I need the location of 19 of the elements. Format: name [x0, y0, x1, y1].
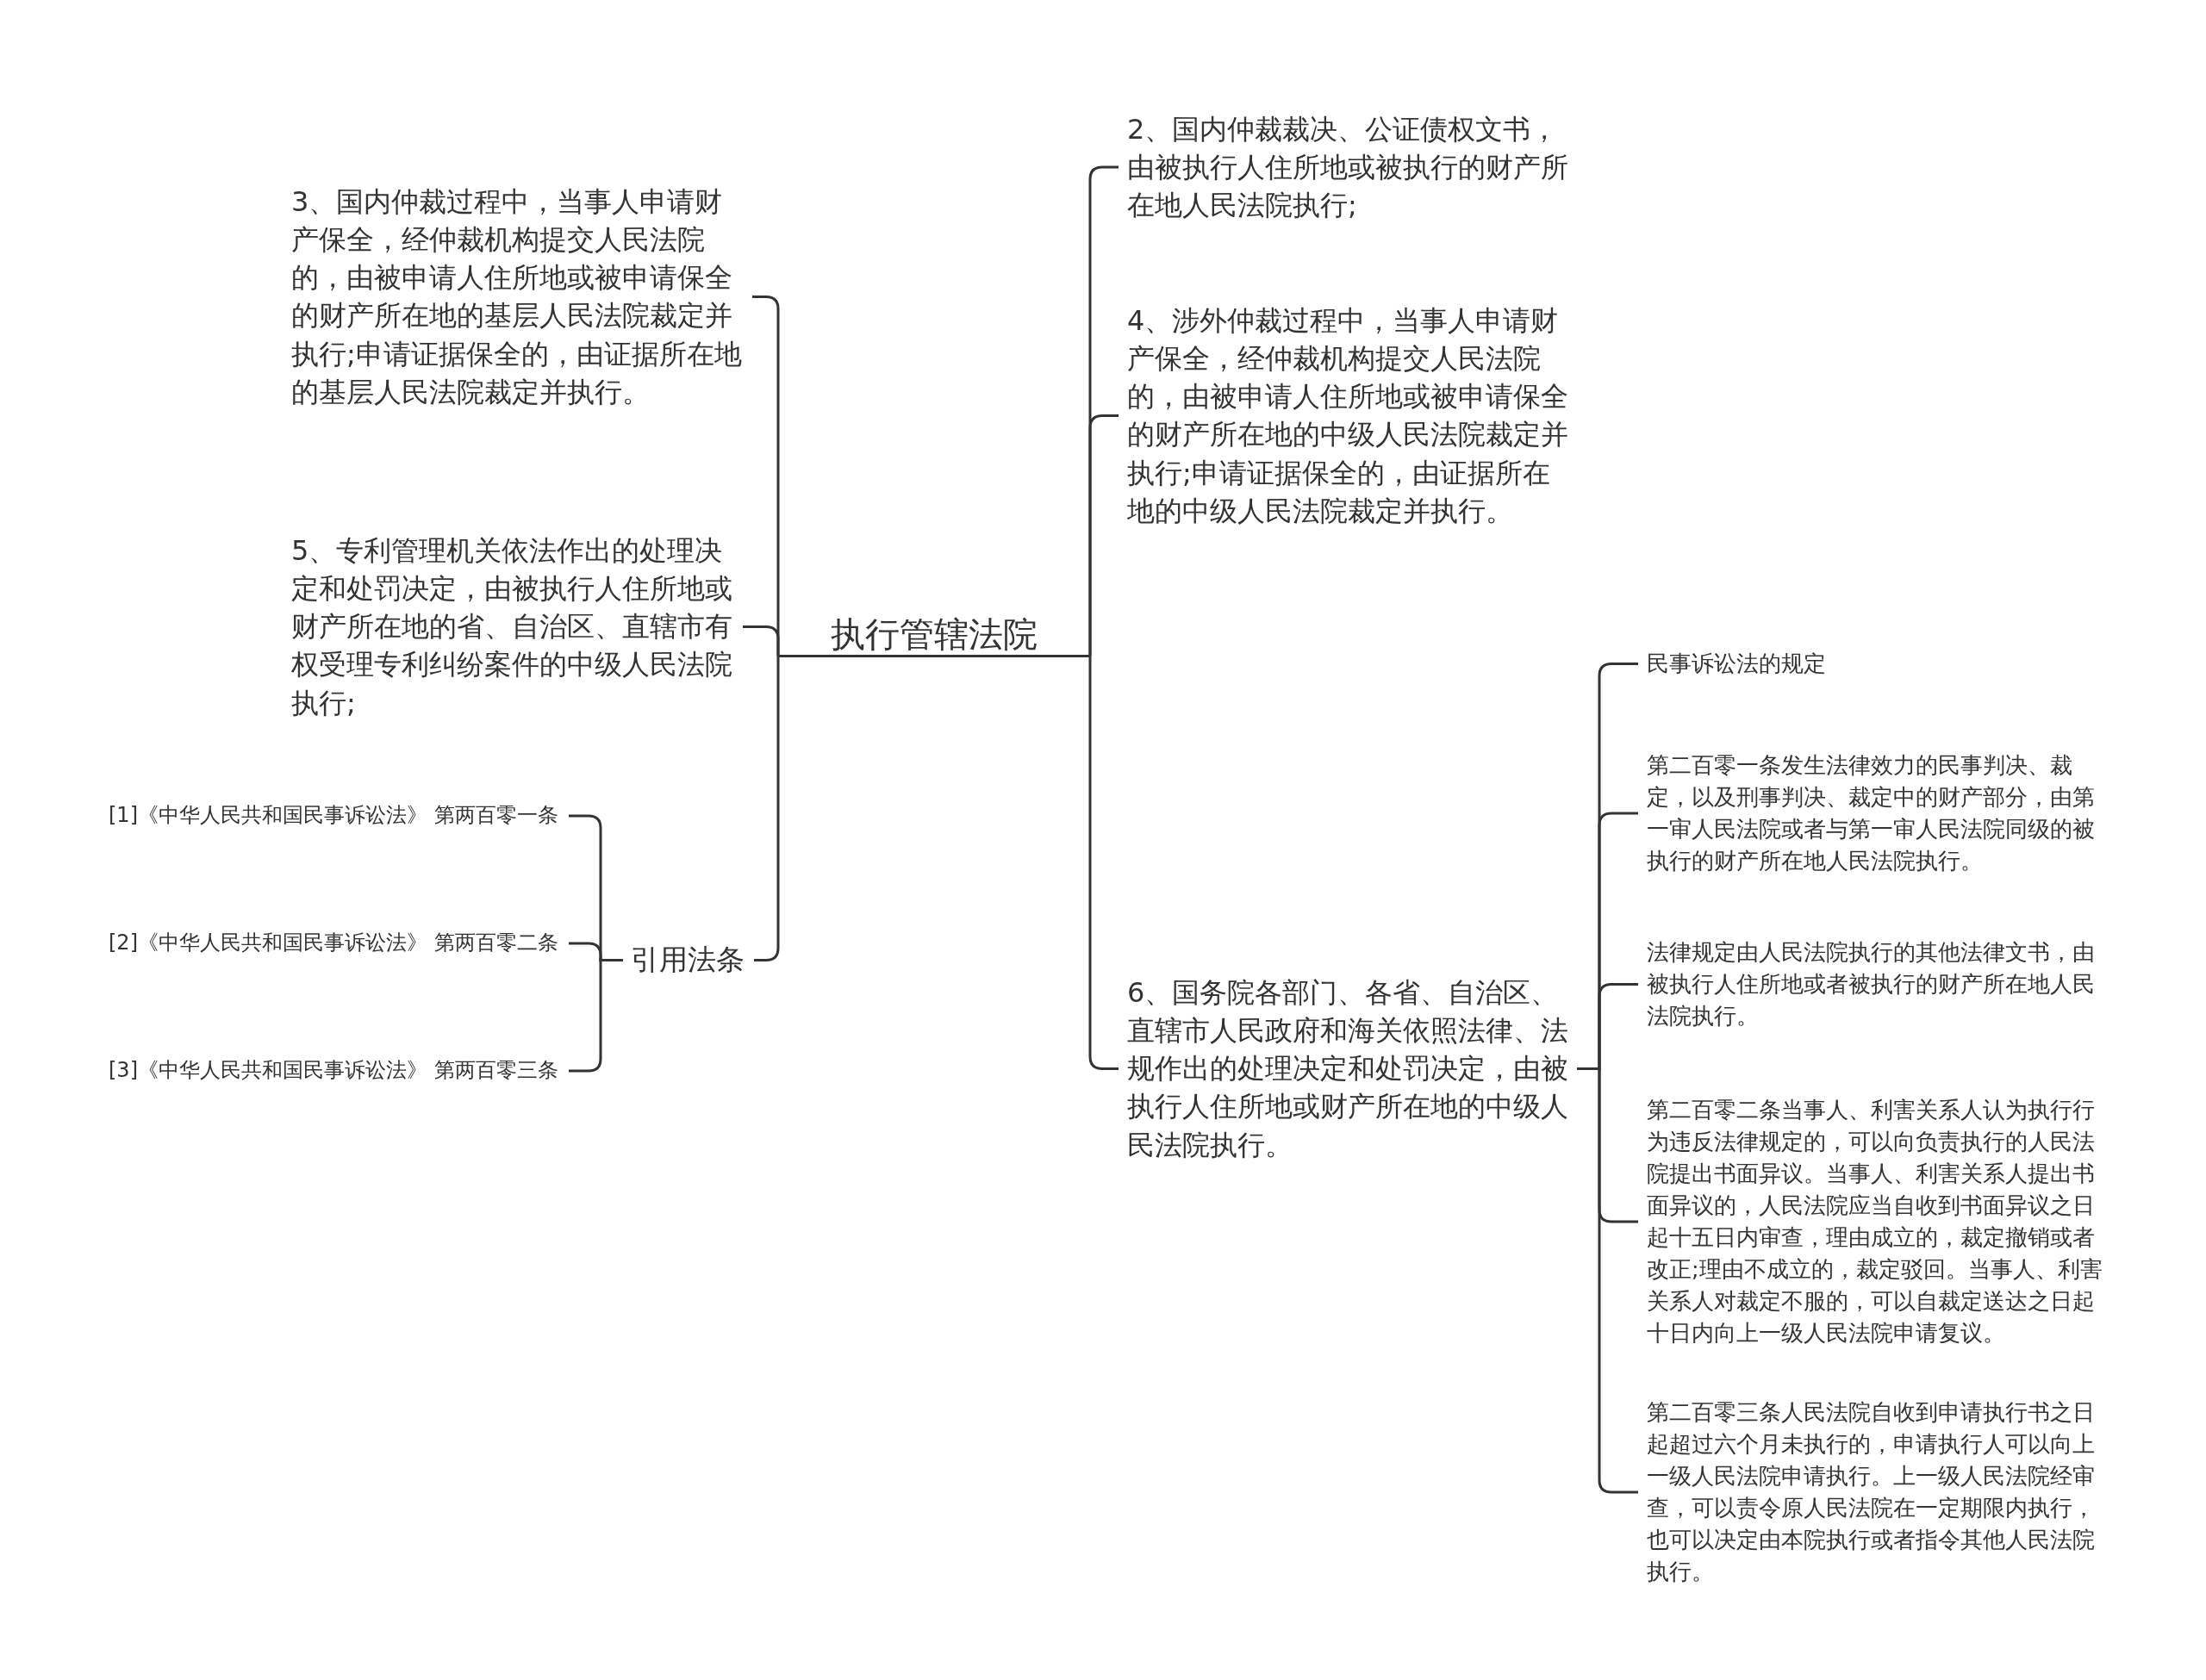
connector-line — [569, 959, 623, 1073]
branch-text: 5、专利管理机关依法作出的处理决定和处罚决定，由被执行人住所地或财产所在地的省、自治区、直辖市有权受理专利纠纷案件的中级人民法院执行; — [291, 532, 734, 722]
branch-text: [1]《中华人民共和国民事诉讼法》 第两百零一条 — [109, 801, 560, 831]
branch-text: 第二百零一条发生法律效力的民事判决、裁定，以及刑事判决、裁定中的财产部分，由第一审人民法院或者与第一审人民法院同级的被执行的财产所在地人民法院执行。 — [1647, 750, 2097, 877]
connector-line — [1577, 1067, 1638, 1494]
branch-text: 第二百零三条人民法院自收到申请执行书之日起超过六个月未执行的，申请执行人可以向上一级人民法院申请执行。上一级人民法院经审查，可以责令原人民法院在一定期限内执行，也可以决定由本院执行或者指令其他人民法院执行。 — [1647, 1397, 2097, 1588]
branch-text: 引用法条 — [629, 942, 745, 979]
central-topic: 执行管辖法院 — [778, 613, 1090, 657]
branch-text: 2、国内仲裁裁决、公证债权文书，由被执行人住所地或被执行的财产所在地人民法院执行; — [1127, 110, 1570, 225]
branch-text: 4、涉外仲裁过程中，当事人申请财产保全，经仲裁机构提交人民法院的，由被申请人住所地或被申请保全的财产所在地的中级人民法院裁定并执行;申请证据保全的，由证据所在地的中级人民法院裁定并执行。 — [1127, 302, 1570, 530]
connector-line — [743, 625, 780, 657]
connector-line — [1088, 414, 1119, 657]
branch-text: [2]《中华人民共和国民事诉讼法》 第两百零二条 — [109, 929, 560, 958]
branch-text: 3、国内仲裁过程中，当事人申请财产保全，经仲裁机构提交人民法院的，由被申请人住所地或被申请保全的财产所在地的基层人民法院裁定并执行;申请证据保全的，由证据所在地的基层人民法院裁定并执行。 — [291, 183, 744, 411]
branch-text: [3]《中华人民共和国民事诉讼法》 第两百零三条 — [109, 1056, 560, 1086]
branch-text: 6、国务院各部门、各省、自治区、直辖市人民政府和海关依照法律、法规作出的处理决定和处罚决定，由被执行人住所地或财产所在地的中级人民法院执行。 — [1127, 974, 1570, 1164]
branch-text: 民事诉讼法的规定 — [1647, 648, 1828, 680]
branch-text: 法律规定由人民法院执行的其他法律文书，由被执行人住所地或者被执行的财产所在地人民法院执行。 — [1647, 936, 2097, 1032]
branch-text: 第二百零二条当事人、利害关系人认为执行行为违反法律规定的，可以向负责执行的人民法院提出书面异议。当事人、利害关系人提出书面异议的，人民法院应当自收到书面异议之日起十五日内审查，理由成立的，裁定撤销或者改正;理由不成立的，裁定驳回。当事人、利害关系人对裁定不服的，可以自裁定送达之日起十日内向上一级人民法院申请复议。 — [1647, 1094, 2104, 1349]
